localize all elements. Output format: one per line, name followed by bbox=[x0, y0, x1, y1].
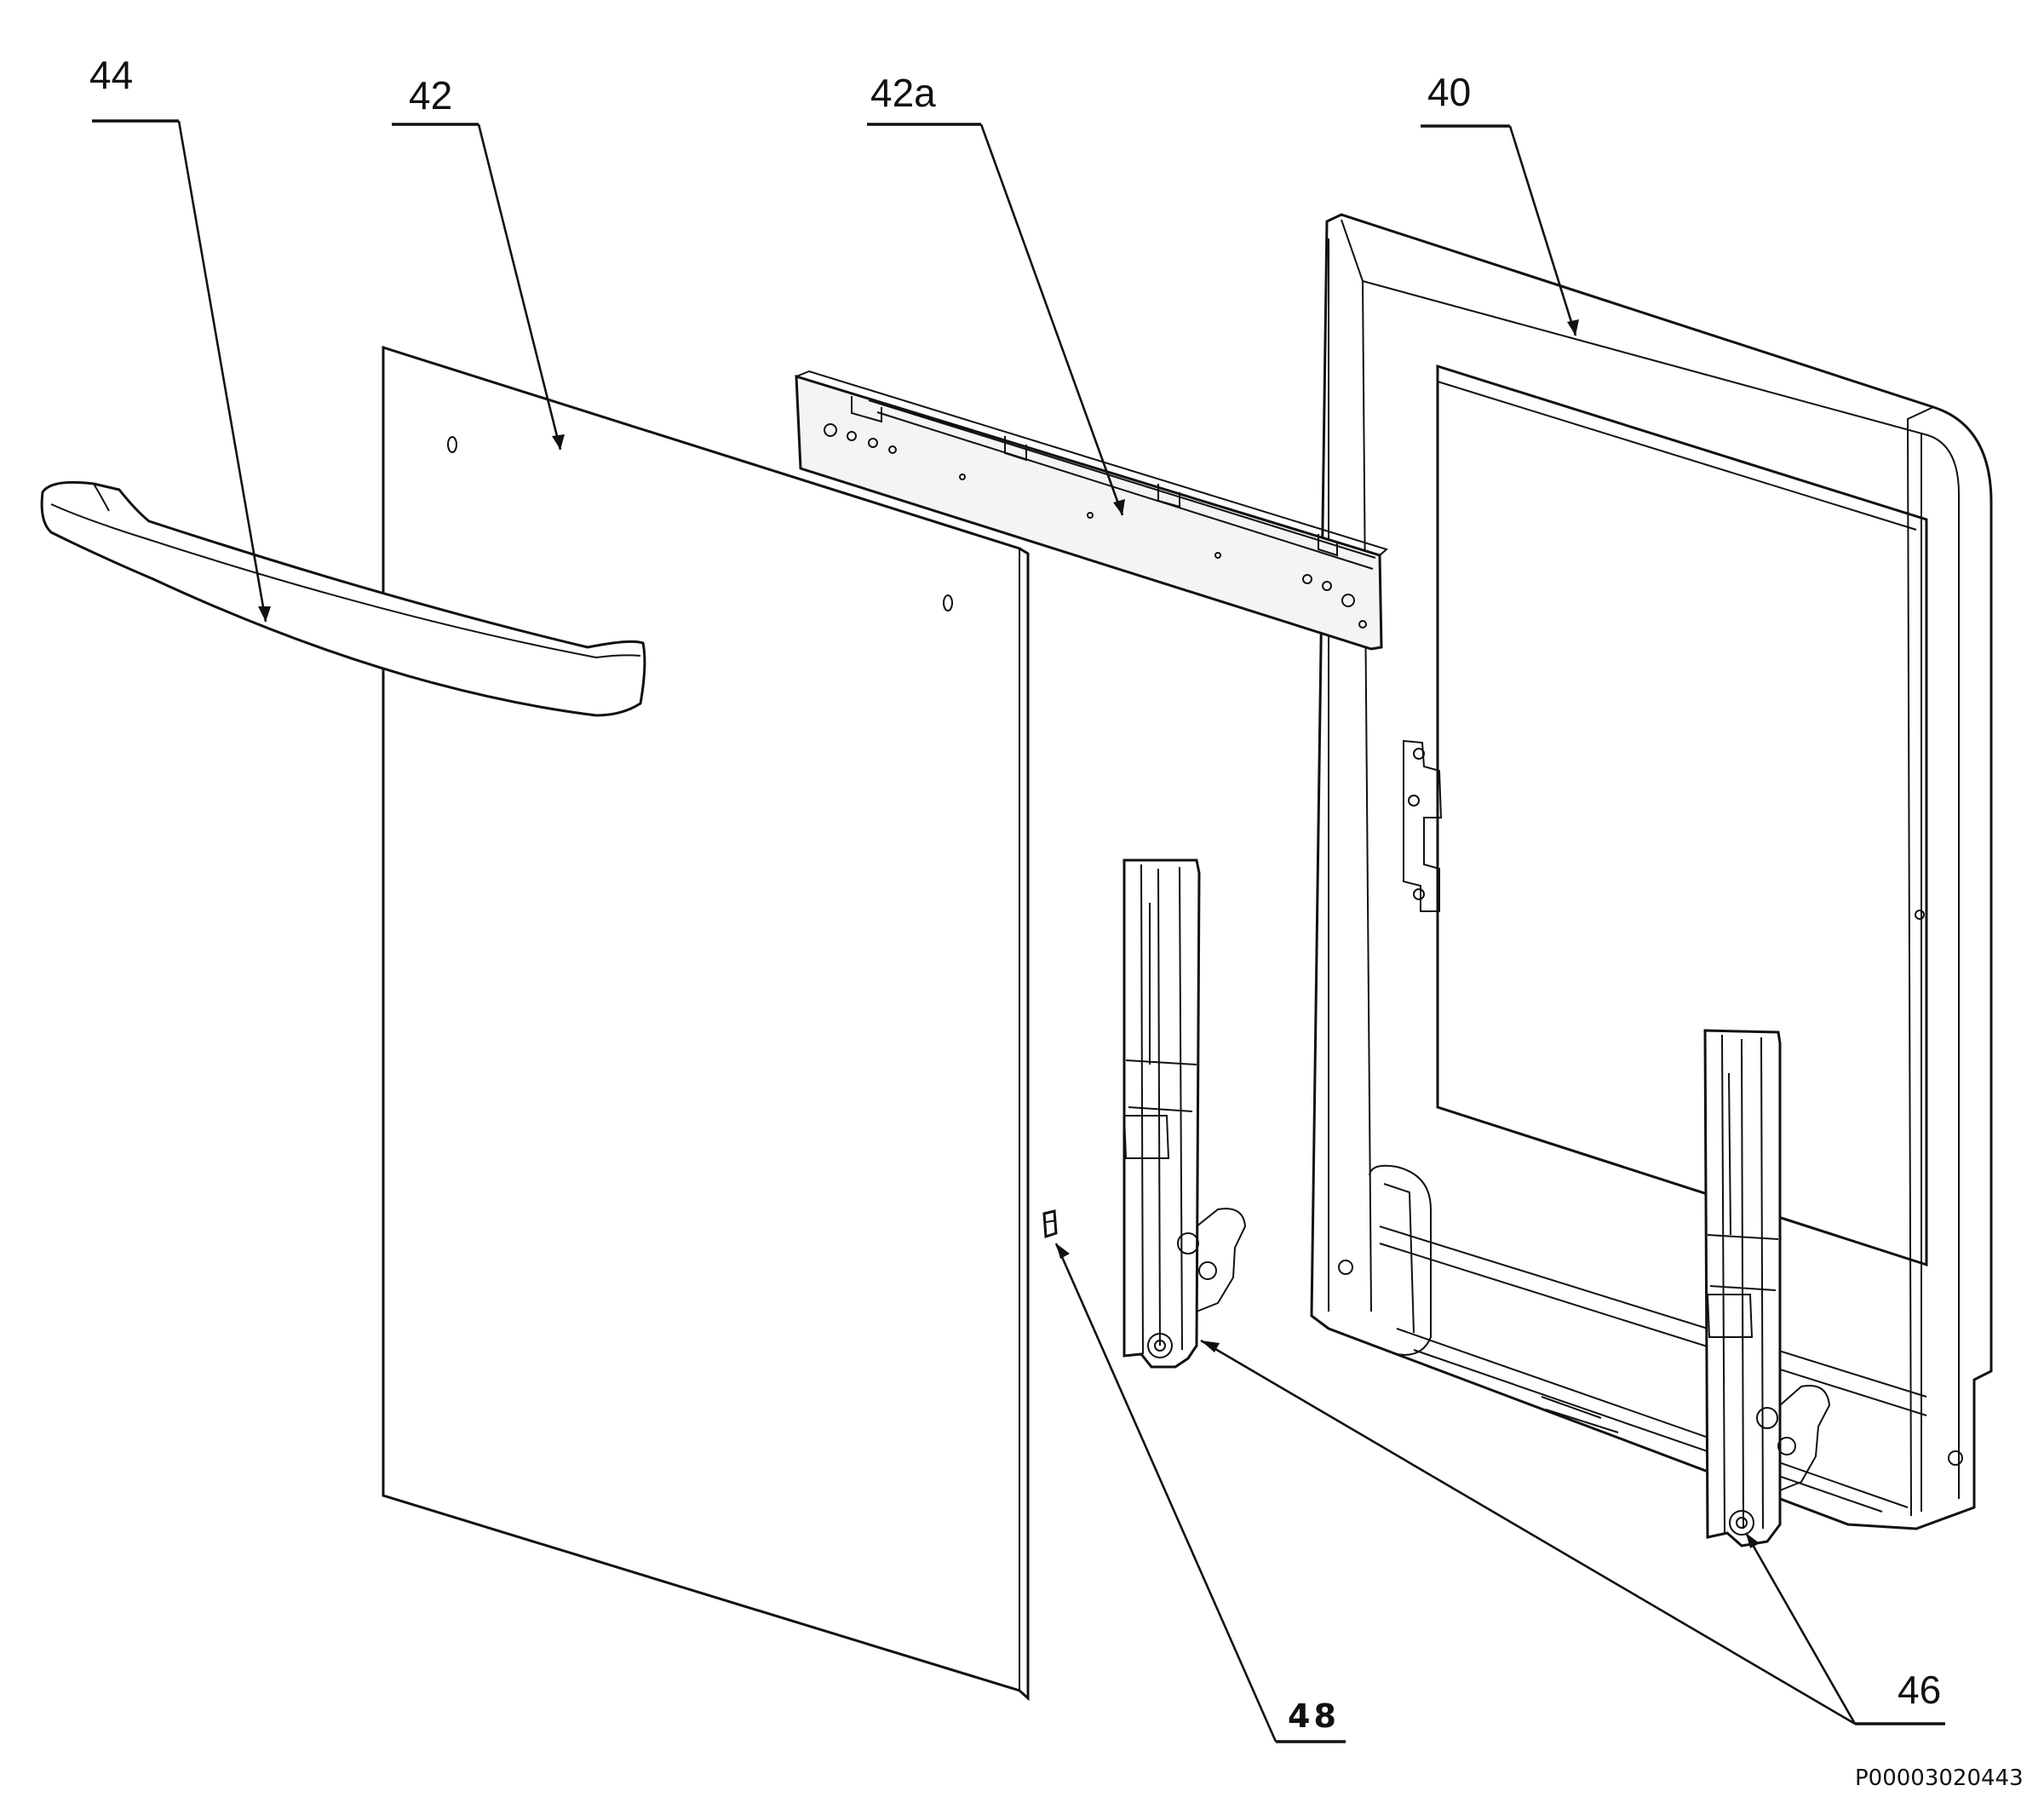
door-frame-part-40 bbox=[1310, 213, 1993, 1530]
callout-48: 48 bbox=[1054, 1243, 1346, 1743]
document-id: P00003020443 bbox=[1855, 1765, 2024, 1791]
glass-panel-part-42 bbox=[382, 345, 1030, 1702]
callout-46: 46 bbox=[1200, 1339, 1945, 1725]
callout-42: 42 bbox=[392, 73, 565, 451]
callout-42a: 42a bbox=[867, 71, 1125, 516]
callout-40: 40 bbox=[1421, 70, 1579, 336]
label-40: 40 bbox=[1427, 70, 1471, 114]
label-46: 46 bbox=[1898, 1668, 1941, 1712]
label-42a: 42a bbox=[870, 71, 936, 115]
label-48: 48 bbox=[1288, 1697, 1340, 1735]
hinge-left-part-46 bbox=[1122, 858, 1247, 1369]
callout-44: 44 bbox=[89, 53, 271, 623]
label-42: 42 bbox=[409, 73, 452, 118]
top-bracket-part-42a bbox=[795, 370, 1389, 651]
label-44: 44 bbox=[89, 53, 133, 97]
hinge-right-part-46 bbox=[1703, 1029, 1831, 1547]
handle-part-44 bbox=[40, 480, 646, 717]
clip-part-48 bbox=[1042, 1209, 1058, 1239]
